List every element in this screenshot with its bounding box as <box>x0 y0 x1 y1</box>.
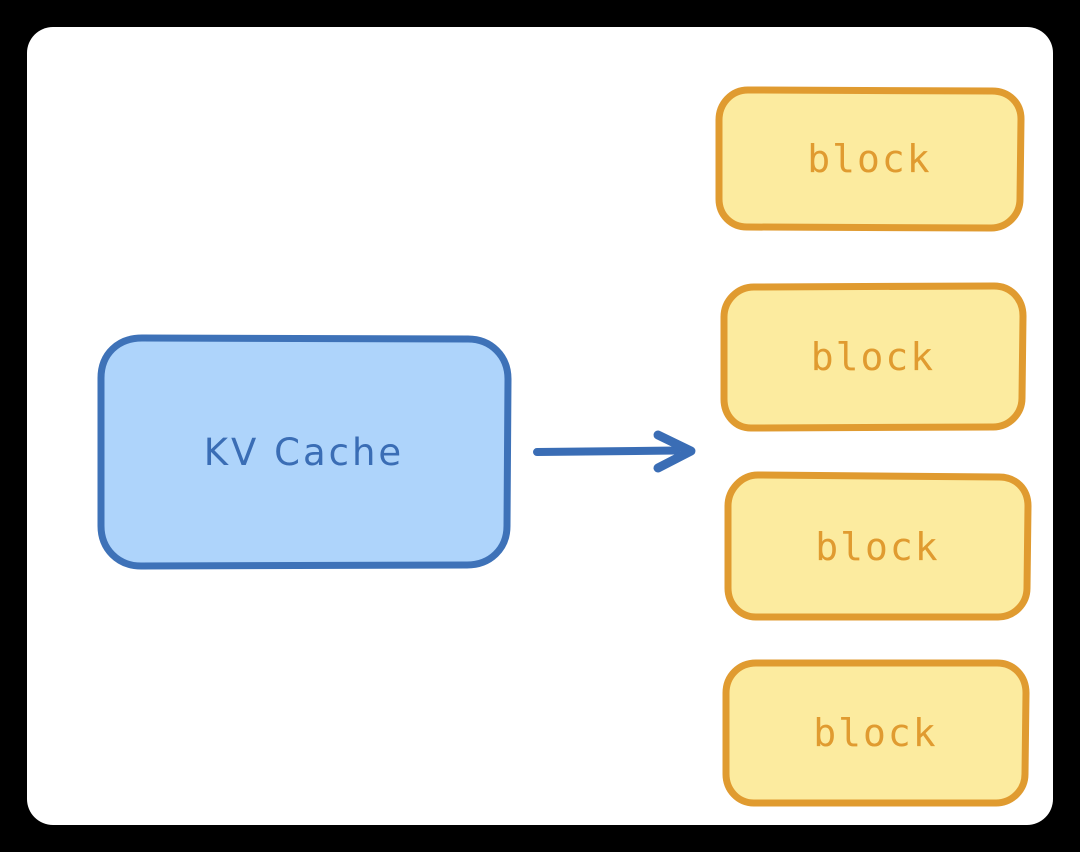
diagram-card: KV Cache block block <box>27 27 1053 825</box>
block-2-shape <box>720 282 1027 432</box>
node-block-4-label: block <box>813 711 938 755</box>
kv-cache-shape <box>97 334 512 570</box>
block-4-shape <box>722 659 1030 807</box>
arrow-icon <box>533 430 696 473</box>
node-block-3[interactable]: block <box>722 470 1033 623</box>
node-kv-cache[interactable]: KV Cache <box>94 332 514 572</box>
block-3-shape <box>724 471 1032 621</box>
node-block-4[interactable]: block <box>720 657 1031 809</box>
node-block-2[interactable]: block <box>718 281 1028 433</box>
node-block-3-label: block <box>815 524 940 569</box>
arrow-kv-cache-to-blocks <box>527 425 707 480</box>
node-kv-cache-label: KV Cache <box>203 430 405 474</box>
block-1-shape <box>715 86 1025 232</box>
node-block-1[interactable]: block <box>713 85 1026 233</box>
node-block-2-label: block <box>810 335 936 379</box>
node-block-1-label: block <box>807 137 932 181</box>
